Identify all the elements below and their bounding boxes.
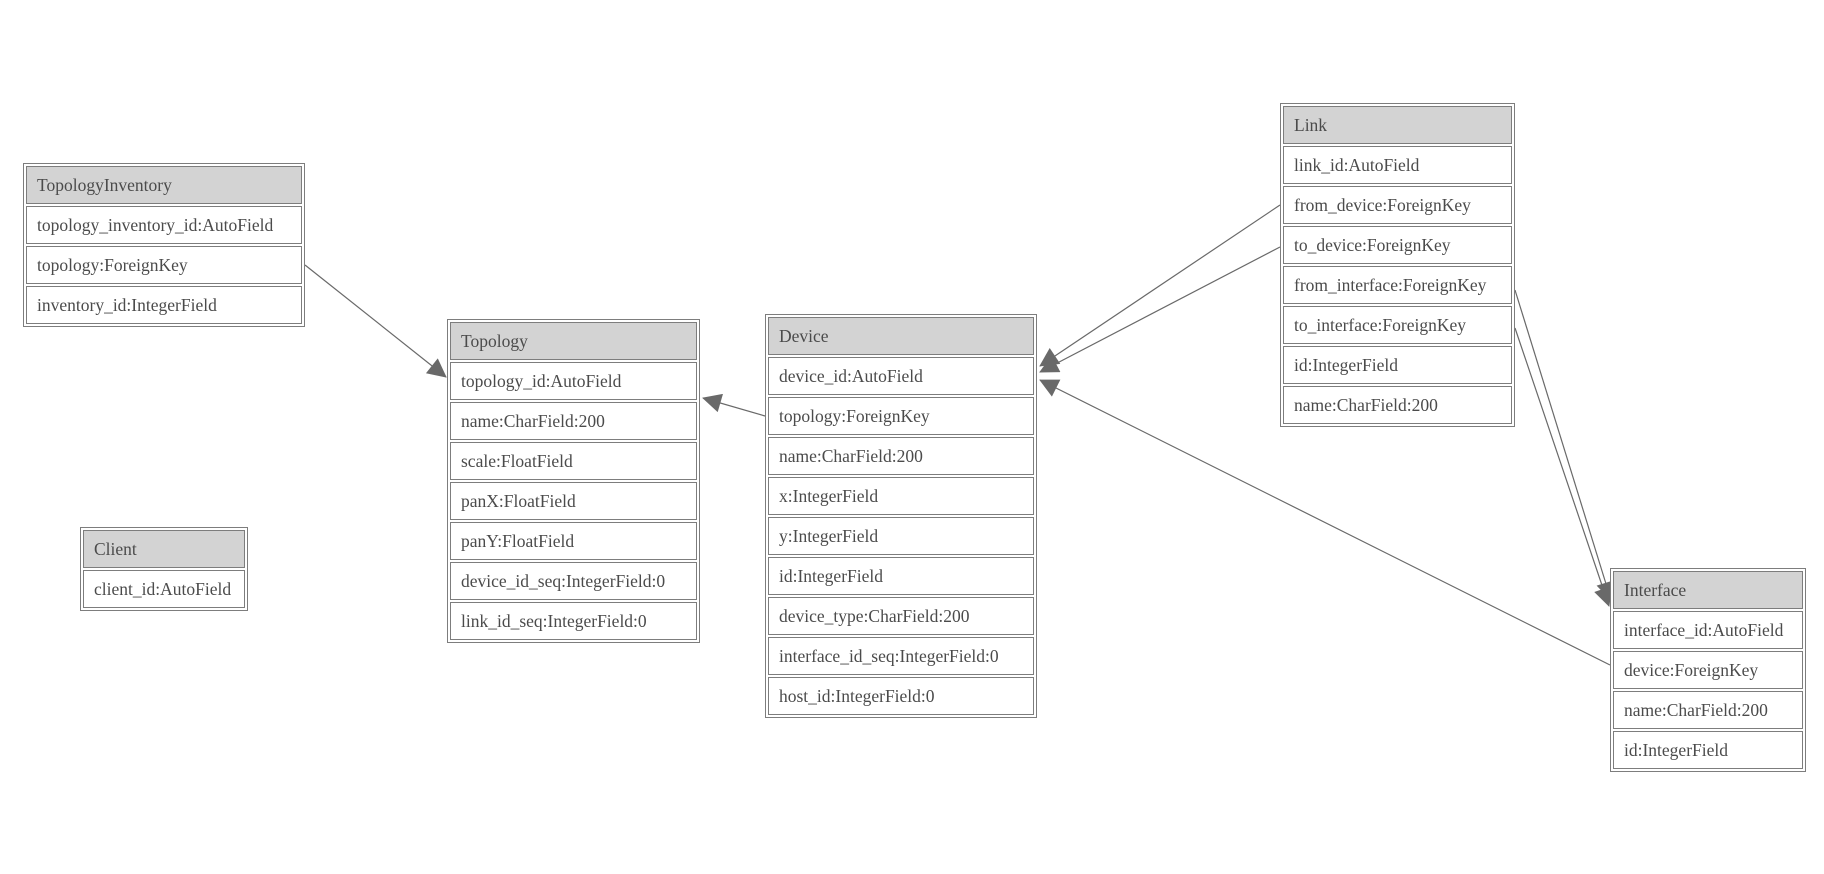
entity-topologyinventory-field: topology:ForeignKey — [26, 246, 302, 284]
entity-topology-field: scale:FloatField — [450, 442, 697, 480]
entity-interface-field: name:CharField:200 — [1613, 691, 1803, 729]
entity-link-field: link_id:AutoField — [1283, 146, 1512, 184]
edge-link-to_device-to-device — [1039, 246, 1281, 373]
entity-device-field: x:IntegerField — [768, 477, 1034, 515]
entity-link-field: to_interface:ForeignKey — [1283, 306, 1512, 344]
entity-client-header: Client — [83, 530, 245, 568]
entity-topologyinventory-field: topology_inventory_id:AutoField — [26, 206, 302, 244]
entity-topology-field: panY:FloatField — [450, 522, 697, 560]
entity-interface-field: id:IntegerField — [1613, 731, 1803, 769]
entity-topology-field: link_id_seq:IntegerField:0 — [450, 602, 697, 640]
entity-topologyinventory-field: inventory_id:IntegerField — [26, 286, 302, 324]
entity-device-header: Device — [768, 317, 1034, 355]
entity-topology-field: device_id_seq:IntegerField:0 — [450, 562, 697, 600]
entity-client-field: client_id:AutoField — [83, 570, 245, 608]
entity-device-field: id:IntegerField — [768, 557, 1034, 595]
edge-link-from_interface-to-interface — [1514, 289, 1615, 601]
entity-device-field: name:CharField:200 — [768, 437, 1034, 475]
entity-link-field: id:IntegerField — [1283, 346, 1512, 384]
entity-device-field: y:IntegerField — [768, 517, 1034, 555]
entity-topology-header: Topology — [450, 322, 697, 360]
entity-device-field: host_id:IntegerField:0 — [768, 677, 1034, 715]
entity-device-field: interface_id_seq:IntegerField:0 — [768, 637, 1034, 675]
edge-link-to_interface-to-interface — [1514, 327, 1613, 607]
entity-link-field: name:CharField:200 — [1283, 386, 1512, 424]
entity-interface-field: interface_id:AutoField — [1613, 611, 1803, 649]
entity-link-field: from_device:ForeignKey — [1283, 186, 1512, 224]
entity-link-field: to_device:ForeignKey — [1283, 226, 1512, 264]
entity-topology-field: name:CharField:200 — [450, 402, 697, 440]
entity-topology-field: panX:FloatField — [450, 482, 697, 520]
entity-topologyinventory-header: TopologyInventory — [26, 166, 302, 204]
entity-device-field: topology:ForeignKey — [768, 397, 1034, 435]
edge-device-topology-to-topology — [702, 393, 766, 417]
entity-device-field: device_id:AutoField — [768, 357, 1034, 395]
entity-interface-field: device:ForeignKey — [1613, 651, 1803, 689]
entity-link-field: from_interface:ForeignKey — [1283, 266, 1512, 304]
entity-interface-header: Interface — [1613, 571, 1803, 609]
entity-device-field: device_type:CharField:200 — [768, 597, 1034, 635]
entity-topology-field: topology_id:AutoField — [450, 362, 697, 400]
entity-link-header: Link — [1283, 106, 1512, 144]
edge-link-from_device-to-device — [1039, 204, 1281, 367]
edge-topologyinventory-topology-to-topology — [304, 264, 447, 378]
edge-interface-device-to-device — [1039, 379, 1611, 666]
